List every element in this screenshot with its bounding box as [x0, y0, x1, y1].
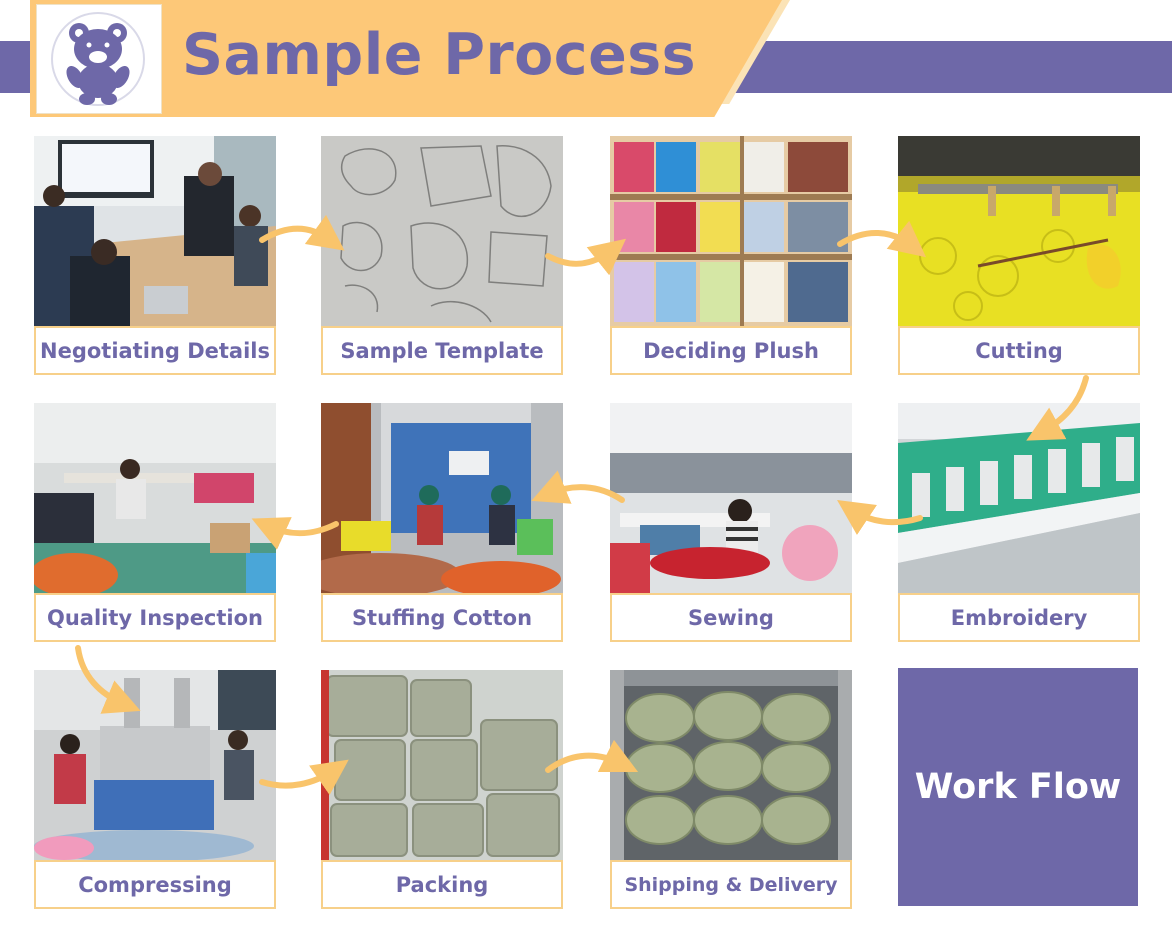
step-negotiating-details: Negotiating Details: [34, 136, 276, 376]
step-packing: Packing: [321, 670, 563, 910]
step-compressing: Compressing: [34, 670, 276, 910]
step-label: Sewing: [610, 593, 852, 642]
step-shipping-delivery: Shipping & Delivery: [610, 670, 852, 910]
work-flow-label: Work Flow: [914, 767, 1122, 807]
step-embroidery: Embroidery: [898, 403, 1140, 643]
step-deciding-plush: Deciding Plush: [610, 136, 852, 376]
photo-container-loading: [610, 670, 852, 860]
step-label: Shipping & Delivery: [610, 860, 852, 909]
step-label: Deciding Plush: [610, 326, 852, 375]
photo-meeting: [34, 136, 276, 326]
photo-inspection-room: [34, 403, 276, 593]
photo-embroidery-machine: [898, 403, 1140, 593]
step-label: Packing: [321, 860, 563, 909]
photo-sewing-floor: [610, 403, 852, 593]
header-band-right: [700, 41, 1172, 93]
work-flow-panel: Work Flow: [898, 668, 1138, 906]
photo-packed-bags: [321, 670, 563, 860]
logo: [36, 4, 162, 114]
step-label: Sample Template: [321, 326, 563, 375]
photo-fabric-shelves: [610, 136, 852, 326]
step-label: Stuffing Cotton: [321, 593, 563, 642]
teddy-bear-icon: [51, 12, 145, 106]
photo-laser-cutter: [898, 136, 1140, 326]
step-quality-inspection: Quality Inspection: [34, 403, 276, 643]
step-label: Quality Inspection: [34, 593, 276, 642]
step-sewing: Sewing: [610, 403, 852, 643]
step-cutting: Cutting: [898, 136, 1140, 376]
photo-compressor: [34, 670, 276, 860]
step-label: Cutting: [898, 326, 1140, 375]
photo-paper-template: [321, 136, 563, 326]
step-stuffing-cotton: Stuffing Cotton: [321, 403, 563, 643]
step-label: Embroidery: [898, 593, 1140, 642]
step-label: Negotiating Details: [34, 326, 276, 375]
step-sample-template: Sample Template: [321, 136, 563, 376]
photo-stuffing-machine: [321, 403, 563, 593]
step-label: Compressing: [34, 860, 276, 909]
page-title: Sample Process: [182, 22, 697, 88]
